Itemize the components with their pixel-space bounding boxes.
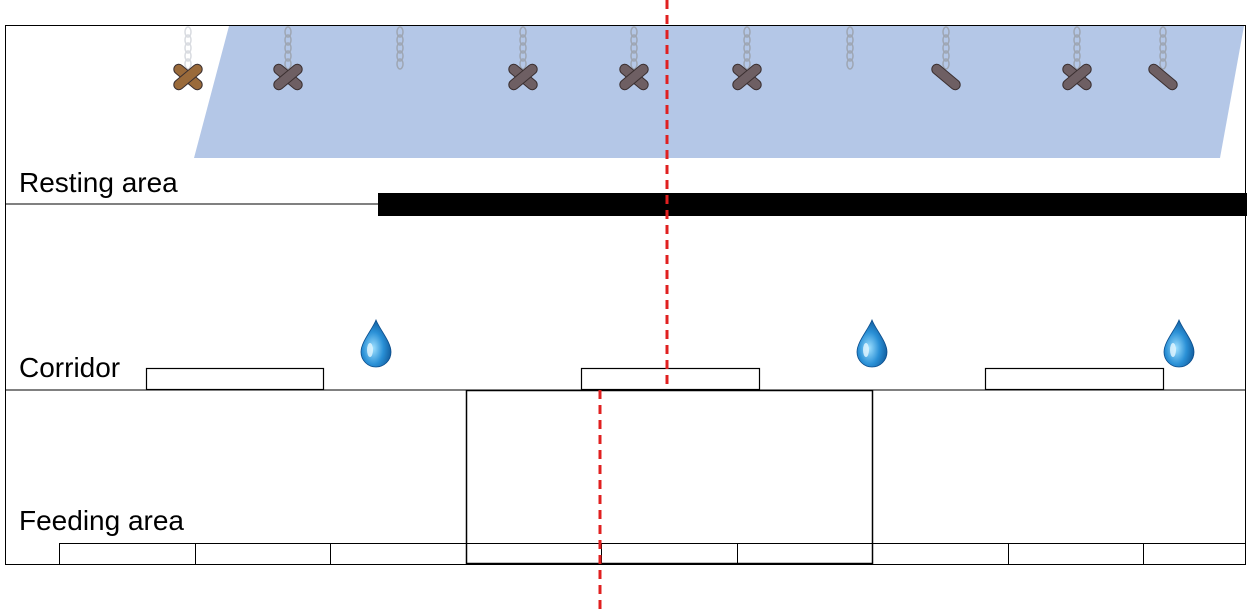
water-drinkers bbox=[360, 318, 1195, 368]
corridor-box bbox=[984, 367, 1165, 391]
resting-area-shading bbox=[194, 26, 1244, 158]
hanging-crossed-sticks-icon bbox=[273, 26, 303, 91]
resting-area-label: Resting area bbox=[19, 167, 178, 198]
hanging-crossed-sticks-icon bbox=[732, 26, 762, 91]
hanging-single-stick-icon bbox=[931, 26, 961, 91]
water-drop-icon bbox=[360, 318, 392, 368]
hanging-crossed-sticks-icon bbox=[1062, 26, 1092, 91]
water-drop-icon bbox=[1163, 318, 1195, 368]
hanging-crossed-sticks-icon bbox=[619, 26, 649, 91]
feeding-central-pen bbox=[465, 389, 874, 565]
hanging-crossed-sticks-icon bbox=[508, 26, 538, 91]
solid-wall bbox=[378, 193, 1247, 216]
corridor-box bbox=[580, 367, 761, 391]
trough-row-outline bbox=[59, 543, 1246, 565]
corridor-box bbox=[145, 367, 325, 391]
water-drop-icon bbox=[856, 318, 888, 368]
feeding-area-label: Feeding area bbox=[19, 505, 184, 536]
feeding-troughs bbox=[59, 543, 1246, 565]
hanging-toys bbox=[173, 26, 1178, 91]
corridor-label: Corridor bbox=[19, 352, 120, 383]
hanging-crossed-sticks-icon bbox=[173, 26, 203, 91]
hanging-single-stick-icon bbox=[1148, 26, 1178, 91]
